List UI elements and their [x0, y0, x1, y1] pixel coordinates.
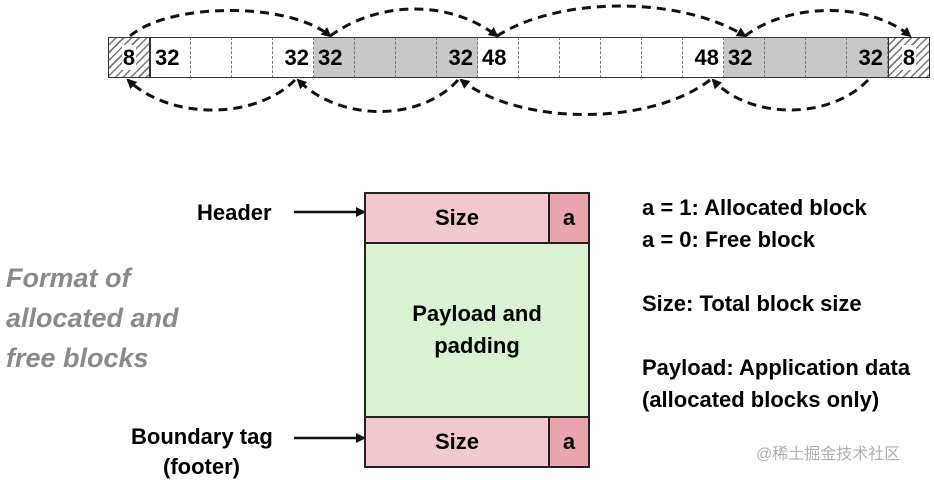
heap-free-word [519, 37, 560, 78]
heap-allocated-word: 32 [847, 37, 888, 78]
heap-block-strip: 8 32 32 32 32 48 48 32 32 8 [108, 37, 930, 78]
footer-label-line-1: Boundary tag [131, 424, 273, 449]
backward-arrow-4 [711, 78, 870, 112]
header-label: Header [197, 200, 272, 225]
heap-word-label: 32 [448, 45, 473, 70]
heap-word-label: 32 [155, 45, 180, 70]
heap-word-label: 32 [728, 45, 753, 70]
heap-allocated-word [765, 37, 806, 78]
legend-line-1: a = 1: Allocated block [642, 195, 867, 220]
heap-word-label: 8 [901, 45, 917, 70]
watermark: @稀土掘金技术社区 [756, 446, 901, 463]
heap-word-label: 8 [121, 45, 137, 70]
heap-allocated-word: 32 [437, 37, 478, 78]
forward-arrow-3 [496, 4, 747, 38]
payload-line-1: Payload and [412, 301, 542, 326]
format-title-line-1: Format of [6, 263, 131, 293]
heap-word-label: 48 [694, 45, 719, 70]
header-alloc-bit: a [548, 192, 590, 244]
payload-line-2: padding [434, 333, 520, 358]
heap-free-word [601, 37, 642, 78]
heap-word-label: 32 [858, 45, 883, 70]
legend-line-4: Payload: Application data [642, 355, 911, 380]
header-size-field: Size [364, 192, 550, 244]
heap-word-label: 48 [482, 45, 507, 70]
format-title-line-3: free blocks [6, 343, 149, 373]
legend: a = 1: Allocated block a = 0: Free block… [642, 192, 910, 416]
heap-allocated-word [396, 37, 437, 78]
backward-arrow-3 [459, 78, 711, 116]
heap-free-word: 32 [273, 37, 314, 78]
heap-free-word [560, 37, 601, 78]
heap-boundary-word: 8 [108, 37, 150, 78]
heap-free-word: 32 [150, 37, 191, 78]
heap-free-word [642, 37, 683, 78]
forward-arrow-1 [129, 9, 332, 38]
format-title: Format of allocated and free blocks [6, 258, 179, 378]
format-title-line-2: allocated and [6, 303, 179, 333]
header-a-text: a [562, 205, 576, 230]
legend-line-3: Size: Total block size [642, 291, 862, 316]
heap-word-label: 32 [284, 45, 309, 70]
heap-allocated-word: 32 [314, 37, 355, 78]
heap-allocated-word [355, 37, 396, 78]
backward-arrow-2 [296, 78, 460, 113]
heap-allocated-word: 32 [724, 37, 765, 78]
legend-line-2: a = 0: Free block [642, 227, 816, 252]
footer-alloc-bit: a [548, 416, 590, 468]
heap-allocated-word [806, 37, 847, 78]
heap-free-word: 48 [478, 37, 519, 78]
payload-region: Payload and padding [364, 242, 590, 418]
heap-free-word [232, 37, 273, 78]
heap-boundary-word: 8 [888, 37, 930, 78]
header-size-text: Size [434, 205, 480, 230]
backward-arrow-1 [126, 78, 297, 112]
footer-size-text: Size [434, 429, 480, 454]
forward-arrow-4 [744, 9, 912, 38]
footer-a-text: a [562, 429, 576, 454]
footer-label-line-2: (footer) [163, 454, 240, 479]
heap-free-word: 48 [683, 37, 724, 78]
heap-word-label: 32 [318, 45, 343, 70]
heap-free-word [191, 37, 232, 78]
forward-arrow-2 [329, 7, 499, 38]
legend-line-5: (allocated blocks only) [642, 387, 880, 412]
footer-size-field: Size [364, 416, 550, 468]
